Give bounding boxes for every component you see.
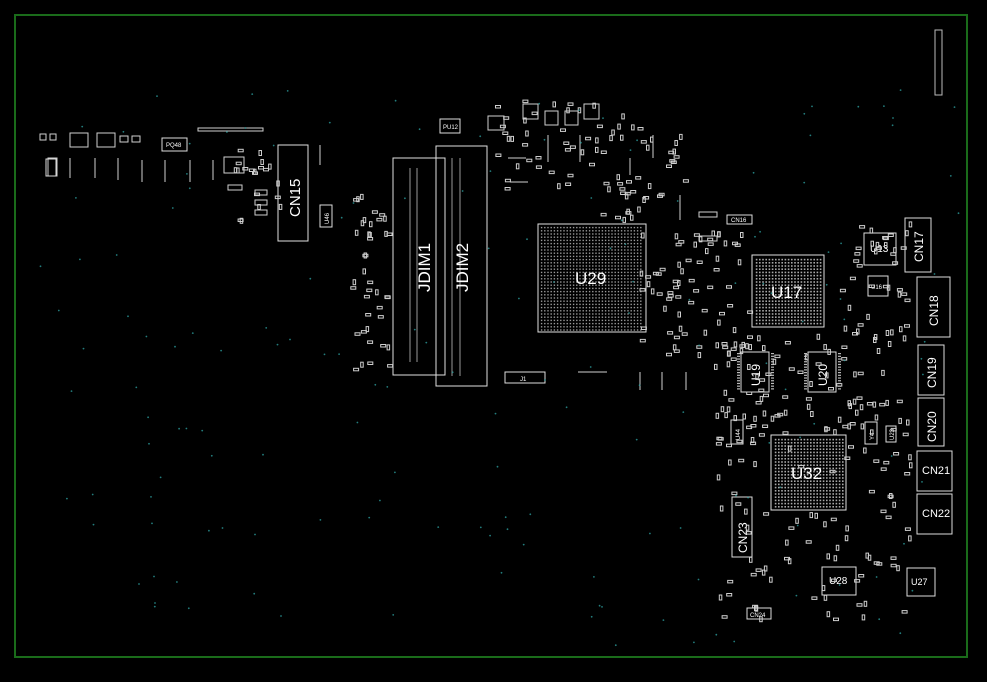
- u19-outline: [740, 351, 770, 393]
- jdim2-label: JDIM2: [453, 243, 472, 292]
- u32-label: U32: [791, 464, 822, 483]
- cn21-label: CN21: [922, 465, 950, 477]
- u29-label: U29: [575, 269, 606, 288]
- j1-label: J1: [520, 377, 527, 383]
- j1-outline: [504, 371, 546, 384]
- u27-label: U27: [911, 577, 928, 587]
- cn22-outline: [916, 493, 953, 535]
- y4-outline: [864, 421, 878, 445]
- cn17-outline: [904, 217, 932, 273]
- u27-outline: [906, 567, 936, 597]
- jdim1-label: JDIM1: [415, 243, 434, 292]
- u17-outline: [751, 254, 825, 328]
- pu13-outline: [45, 158, 57, 177]
- u28-label: U28: [829, 576, 848, 587]
- cn21-outline: [916, 450, 953, 492]
- cn16-label: CN16: [731, 218, 747, 224]
- cn20-outline: [917, 397, 945, 447]
- u32-outline: [770, 434, 847, 511]
- cn19-outline: [917, 344, 945, 396]
- cn24-label: CN24: [750, 613, 766, 619]
- cn17-label: CN17: [912, 231, 926, 262]
- u28-outline: [821, 566, 857, 596]
- cn15-label: CN15: [287, 179, 304, 217]
- cn18-outline: [916, 276, 951, 338]
- pq48-label: PQ48: [166, 143, 182, 149]
- cn24-outline: [746, 607, 772, 620]
- u20-outline: [807, 351, 837, 393]
- pq48-outline: [161, 137, 188, 152]
- u17-ball-grid: [755, 258, 822, 325]
- u23-label: U23: [890, 428, 896, 440]
- pu12-label: PU12: [443, 125, 459, 131]
- top-middle-parts: [487, 103, 718, 390]
- cn23-outline: [731, 496, 753, 558]
- pu12-outline: [439, 118, 461, 134]
- u17-label: U17: [771, 283, 802, 302]
- cn18-label: CN18: [927, 295, 941, 326]
- passive-components: [233, 99, 913, 623]
- cn20-label: CN20: [925, 411, 939, 442]
- u16-label: U16: [871, 285, 883, 291]
- cn16-outline: [726, 214, 753, 225]
- jdim2-outline: [435, 145, 488, 387]
- u44-label: U44: [736, 428, 742, 440]
- u46-label: U46: [325, 212, 331, 224]
- jdim1-outline: [392, 157, 446, 376]
- u23-outline: [885, 425, 897, 443]
- u20-label: U20: [816, 364, 830, 386]
- u29-ball-grid: [540, 226, 642, 331]
- y4-label: Y4: [870, 432, 876, 440]
- u46-outline: [319, 204, 333, 228]
- u19-pins: [737, 353, 774, 390]
- vias: [39, 89, 960, 647]
- u32-ball-grid: [774, 438, 844, 508]
- cn22-label: CN22: [922, 508, 950, 520]
- board-outline: [14, 14, 968, 658]
- edge-connector: [934, 29, 943, 96]
- cn23-label: CN23: [736, 522, 750, 553]
- cn19-label: CN19: [925, 357, 939, 388]
- cn15-outline: [277, 144, 309, 242]
